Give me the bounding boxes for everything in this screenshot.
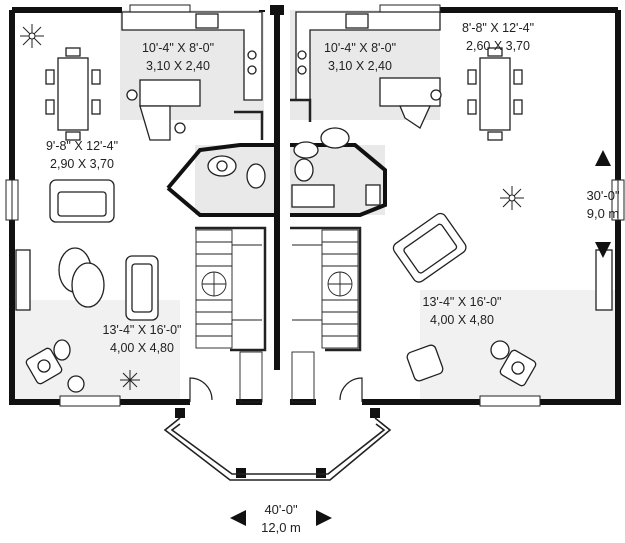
- depth-m: 9,0 m: [587, 206, 620, 221]
- entry-vestibule: [189, 351, 363, 403]
- arrow-up-icon: [595, 150, 611, 166]
- room-label-dining-right: 8'-8" X 12'-4" 2,60 X 3,70: [462, 21, 534, 53]
- room-size-m: 2,60 X 3,70: [466, 39, 530, 53]
- room-label-living-left: 13'-4" X 16'-0" 4,00 X 4,80: [103, 323, 182, 355]
- room-label-dining-left: 9'-8" X 12'-4" 2,90 X 3,70: [46, 139, 118, 171]
- stairs-right: [292, 229, 359, 349]
- windows: [5, 4, 625, 407]
- dining-table-left: [45, 47, 101, 141]
- depth-ft: 30'-0": [586, 188, 620, 203]
- front-porch: [163, 408, 392, 481]
- dimension-depth: 30'-0" 9,0 m: [586, 150, 620, 258]
- exterior-walls: [9, 5, 621, 405]
- floor-gradient: [10, 290, 620, 400]
- room-size-m: 3,10 X 2,40: [328, 59, 392, 73]
- width-m: 12,0 m: [261, 520, 301, 535]
- room-size-ft: 13'-4" X 16'-0": [103, 323, 182, 337]
- interior-walls: [195, 98, 362, 352]
- room-size-ft: 8'-8" X 12'-4": [462, 21, 534, 35]
- room-label-living-right: 13'-4" X 16'-0" 4,00 X 4,80: [423, 295, 502, 327]
- room-label-kitchen-left: 10'-4" X 8'-0" 3,10 X 2,40: [142, 41, 214, 73]
- stairs-left: [195, 229, 262, 349]
- arrow-down-icon: [595, 242, 611, 258]
- arrow-right-icon: [316, 510, 332, 526]
- plant-symbols: [20, 24, 524, 390]
- room-size-m: 3,10 X 2,40: [146, 59, 210, 73]
- room-size-m: 4,00 X 4,80: [110, 341, 174, 355]
- room-size-ft: 13'-4" X 16'-0": [423, 295, 502, 309]
- dining-table-right: [467, 47, 523, 141]
- arrow-left-icon: [230, 510, 246, 526]
- kitchen-counters: [121, 11, 442, 141]
- width-ft: 40'-0": [264, 502, 298, 517]
- sofa-right: [392, 212, 467, 283]
- coffee-table-left: [58, 247, 105, 308]
- room-size-ft: 9'-8" X 12'-4": [46, 139, 118, 153]
- room-size-ft: 10'-4" X 8'-0": [142, 41, 214, 55]
- room-size-m: 4,00 X 4,80: [430, 313, 494, 327]
- room-size-m: 2,90 X 3,70: [50, 157, 114, 171]
- bathroom-fixtures: [207, 127, 381, 208]
- armchairs: [25, 339, 537, 393]
- tv-units: [15, 249, 613, 311]
- room-size-ft: 10'-4" X 8'-0": [324, 41, 396, 55]
- room-label-kitchen-right: 10'-4" X 8'-0" 3,10 X 2,40: [324, 41, 396, 73]
- dimension-width: 40'-0" 12,0 m: [230, 502, 332, 535]
- sofa-left-side: [125, 255, 159, 321]
- sofa-left-top: [49, 179, 115, 223]
